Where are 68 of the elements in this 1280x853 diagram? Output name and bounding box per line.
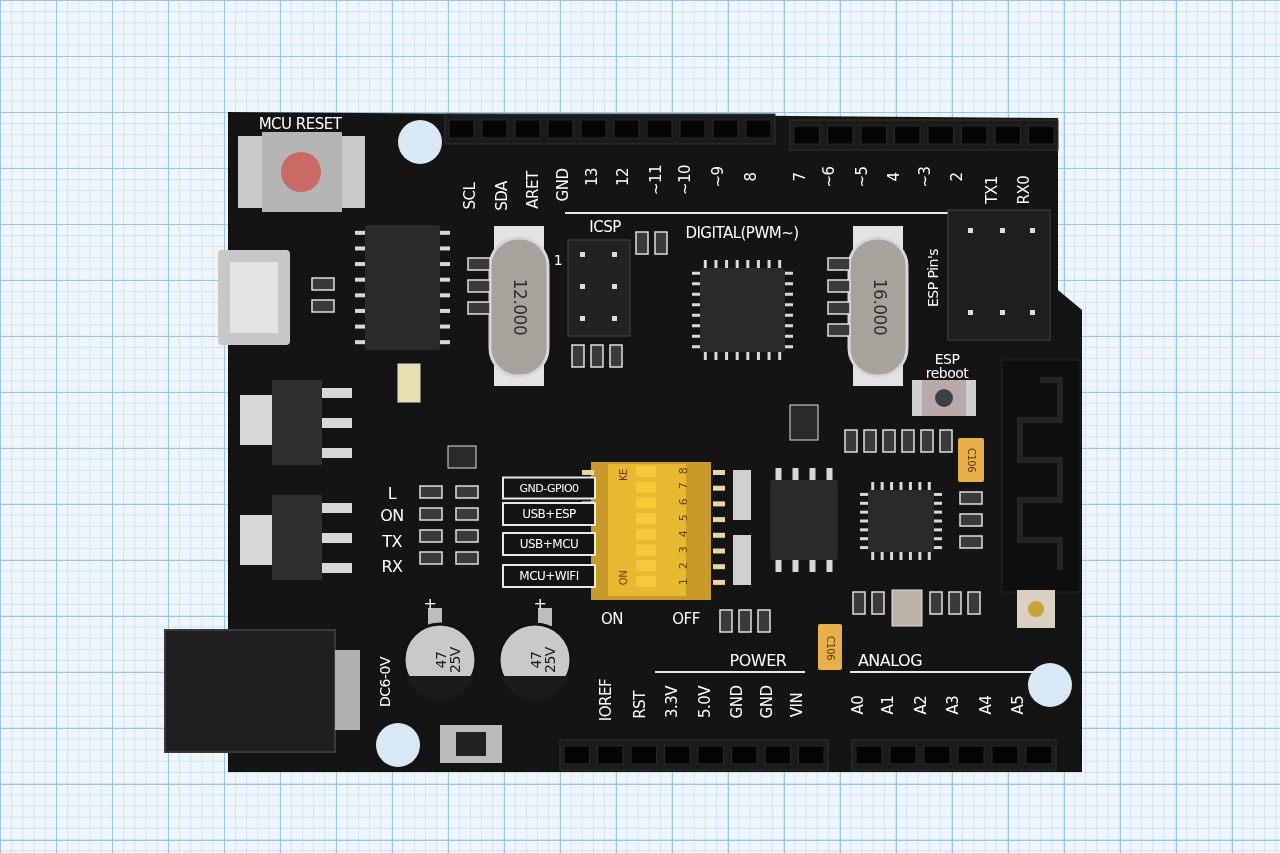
switch-label: KE: [619, 469, 629, 481]
pin-label: 13: [584, 167, 600, 187]
board-label: ESP reboot: [924, 352, 970, 380]
switch-label: 8: [677, 467, 689, 475]
capacitor-marking: C106: [825, 635, 835, 661]
switch-label: 6: [677, 498, 689, 506]
board-label: 1: [553, 253, 563, 267]
pin-label: ARET: [525, 171, 541, 209]
pin-label: 4: [886, 172, 902, 182]
mode-table-cell: USB+ESP: [502, 502, 596, 526]
pin-label: GND: [729, 685, 745, 719]
pin-label: A1: [880, 695, 896, 715]
mode-table-cell: USB+MCU: [502, 532, 596, 556]
pin-label: GND: [555, 168, 571, 202]
pin-label: ~11: [648, 164, 664, 196]
pin-label: 5.0V: [697, 685, 713, 719]
switch-label: 7: [677, 482, 689, 490]
pin-label: 7: [792, 172, 808, 182]
switch-label: 3: [677, 546, 689, 554]
board-label: ON: [380, 508, 404, 524]
board-label: ESP Pin's: [926, 248, 940, 308]
capacitor-marking: C106: [966, 447, 976, 473]
pin-label: 2: [949, 172, 965, 182]
mode-table-cell: MCU+WIFI: [502, 564, 596, 588]
crystal-marking: 16.000: [870, 278, 888, 336]
board-label: L: [387, 486, 397, 502]
board-label: MCU RESET: [258, 116, 342, 132]
board-label: ON: [601, 611, 623, 627]
switch-label: 4: [677, 530, 689, 538]
pin-label: 3.3V: [664, 685, 680, 719]
switch-label: 5: [677, 514, 689, 522]
board-label: ANALOG: [857, 653, 923, 669]
switch-label: 2: [677, 562, 689, 570]
board-label: TX: [382, 534, 402, 550]
pin-label: ~10: [677, 164, 693, 196]
pin-label: A4: [978, 695, 994, 715]
pin-label: A3: [945, 695, 961, 715]
pin-label: ~3: [917, 166, 933, 188]
pin-label: ~6: [821, 166, 837, 188]
pin-label: TX1: [984, 176, 1000, 204]
board-label: OFF: [672, 611, 700, 627]
board-label: POWER: [729, 653, 787, 669]
pin-label: GND: [759, 685, 775, 719]
pin-label: SDA: [494, 181, 510, 211]
switch-label: ON: [619, 570, 629, 586]
pin-label: ~5: [854, 166, 870, 188]
switch-label: 1: [677, 578, 689, 586]
pin-label: ~9: [710, 166, 726, 188]
pin-label: A2: [913, 695, 929, 715]
pin-label: 12: [615, 167, 631, 187]
pin-label: 8: [743, 172, 759, 182]
pin-label: VIN: [789, 692, 805, 718]
board-label: +: [423, 596, 437, 612]
pin-label: A0: [850, 695, 866, 715]
board-label: RX: [381, 559, 403, 575]
pin-label: IOREF: [598, 678, 614, 722]
pin-label: RX0: [1016, 175, 1032, 205]
capacitor-marking: 47 25V: [529, 646, 557, 675]
pin-label: A5: [1010, 695, 1026, 715]
board-label: +: [533, 596, 547, 612]
pin-label: SCL: [462, 182, 478, 210]
pin-label: RST: [632, 691, 648, 719]
board-label: DC6-0V: [378, 657, 392, 707]
crystal-marking: 12.000: [510, 278, 528, 336]
mode-table-cell: GND-GPIO0: [502, 476, 596, 500]
board-label: DIGITAL(PWM~): [685, 225, 799, 241]
board-label: ICSP: [589, 219, 621, 235]
capacitor-marking: 47 25V: [434, 646, 462, 675]
